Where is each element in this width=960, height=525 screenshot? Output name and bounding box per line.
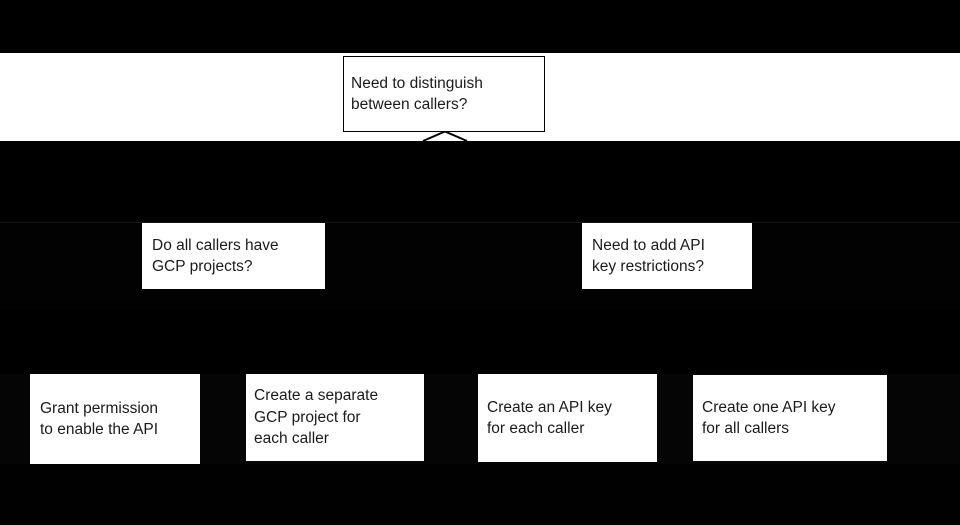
bottom-black-band: [0, 464, 960, 525]
middle-black-band: [0, 141, 960, 222]
node-left-question: Do all callers have GCP projects?: [142, 223, 325, 289]
top-black-band: [0, 0, 960, 53]
node-leaf-separate-project-label: Create a separate GCP project for each c…: [254, 387, 379, 448]
node-root-question: Need to distinguish between callers?: [343, 56, 545, 132]
node-right-question: Need to add API key restrictions?: [582, 223, 752, 289]
node-root-question-label: Need to distinguish between callers?: [351, 74, 483, 114]
node-leaf-api-key-each-caller: Create an API key for each caller: [478, 374, 657, 462]
node-left-question-label: Do all callers have GCP projects?: [152, 236, 279, 276]
node-leaf-api-key-all-callers: Create one API key for all callers: [693, 375, 887, 461]
node-leaf-grant-permission-label: Grant permission to enable the API: [40, 399, 159, 439]
node-leaf-separate-project: Create a separate GCP project for each c…: [246, 374, 424, 461]
node-leaf-api-key-all-callers-label: Create one API key for all callers: [702, 398, 836, 438]
node-leaf-api-key-each-caller-label: Create an API key for each caller: [487, 398, 612, 438]
node-leaf-grant-permission: Grant permission to enable the API: [30, 374, 200, 464]
band-seam-line: [0, 222, 960, 223]
node-right-question-label: Need to add API key restrictions?: [592, 236, 705, 276]
